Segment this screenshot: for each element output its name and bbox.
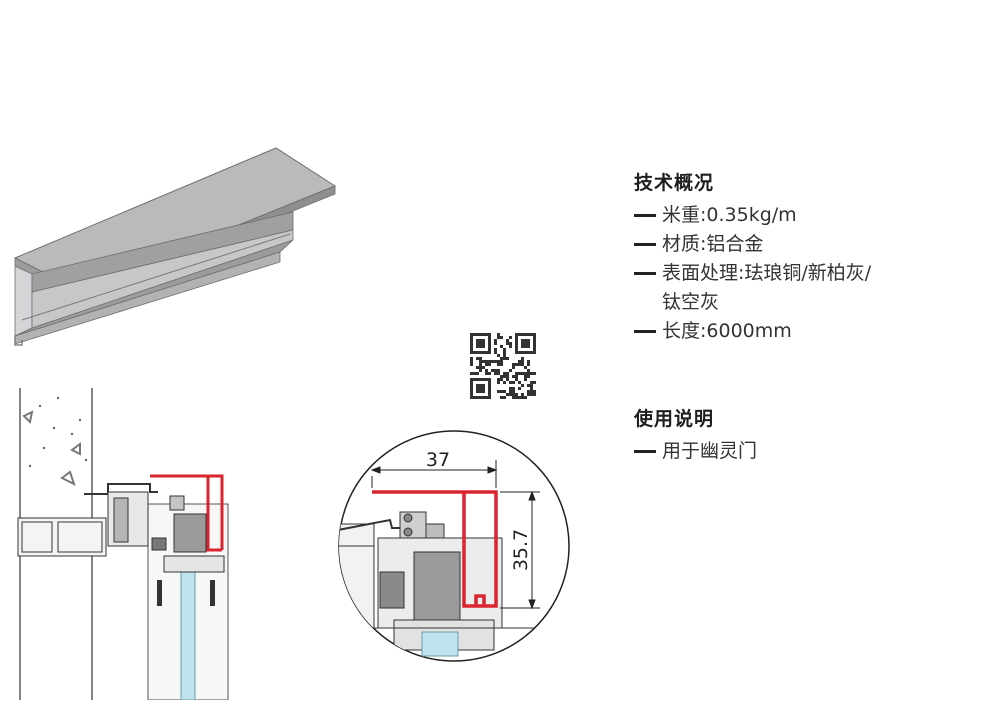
bullet-dash-icon bbox=[634, 243, 656, 246]
tech-overview-title: 技术概况 bbox=[634, 172, 715, 194]
dim-height-label: 35.7 bbox=[510, 529, 532, 571]
tech-overview-section: 技术概况 米重:0.35kg/m 材质:铝合金 表面处理:珐琅铜/新柏灰/ 钛空… bbox=[634, 168, 974, 346]
spec-item: 材质:铝合金 bbox=[634, 230, 974, 259]
bullet-dash-icon bbox=[634, 214, 656, 217]
bullet-dash-icon bbox=[634, 450, 656, 453]
detail-magnified-view: 37 35.7 bbox=[338, 430, 570, 662]
bullet-dash-icon bbox=[634, 272, 656, 275]
usage-item-text: 用于幽灵门 bbox=[662, 440, 758, 462]
usage-title: 使用说明 bbox=[634, 408, 715, 430]
spec-item: 表面处理:珐琅铜/新柏灰/ 钛空灰 bbox=[634, 259, 974, 317]
bullet-dash-icon bbox=[634, 330, 656, 333]
installation-section-drawing bbox=[17, 388, 229, 700]
dim-width-label: 37 bbox=[426, 449, 450, 471]
spec-item-text: 长度:6000mm bbox=[662, 320, 792, 342]
usage-item: 用于幽灵门 bbox=[634, 437, 974, 466]
qr-code[interactable] bbox=[470, 333, 536, 399]
profile-3d-illustration bbox=[13, 147, 337, 346]
spec-item: 长度:6000mm bbox=[634, 317, 974, 346]
spec-item-text: 表面处理:珐琅铜/新柏灰/ 钛空灰 bbox=[662, 262, 872, 313]
spec-item: 米重:0.35kg/m bbox=[634, 201, 974, 230]
spec-item-text: 材质:铝合金 bbox=[662, 233, 764, 255]
spec-panel: 技术概况 米重:0.35kg/m 材质:铝合金 表面处理:珐琅铜/新柏灰/ 钛空… bbox=[634, 168, 974, 466]
spec-item-text: 米重:0.35kg/m bbox=[662, 204, 797, 226]
usage-section: 使用说明 用于幽灵门 bbox=[634, 404, 974, 466]
